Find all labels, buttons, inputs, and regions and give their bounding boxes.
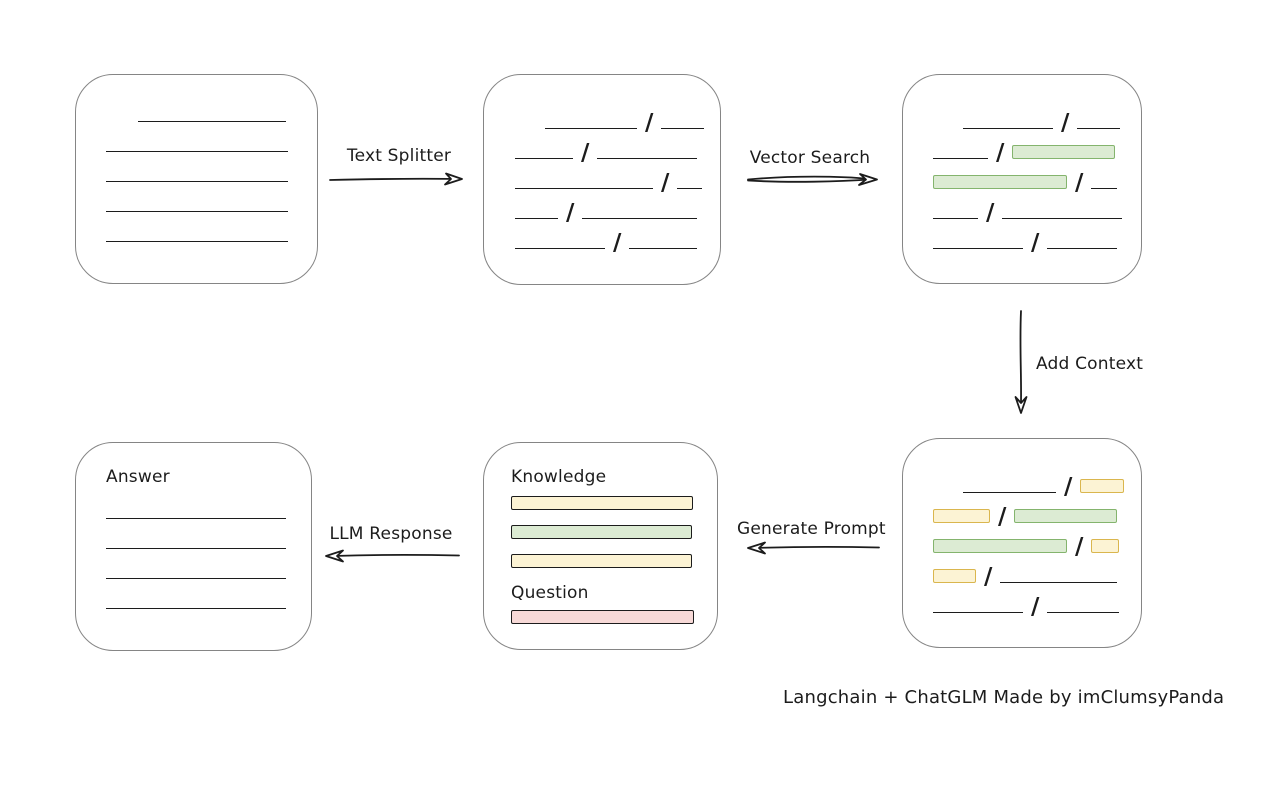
text-line <box>1091 188 1118 189</box>
green-chunk <box>1014 509 1118 523</box>
knowledge-label: Knowledge <box>511 467 607 487</box>
chunk-row: / <box>931 189 1141 225</box>
vector-search-arrow-icon <box>747 173 878 186</box>
yellow-chunk <box>933 569 976 583</box>
chunk-row: / <box>931 159 1141 195</box>
answer-label: Answer <box>106 467 170 487</box>
yellow-bar <box>511 554 692 568</box>
chunk-row: / <box>513 129 720 165</box>
chunk-row: / <box>931 583 1141 619</box>
chunk-row: / <box>931 129 1141 165</box>
slash-separator: / <box>984 564 993 590</box>
slash-separator: / <box>996 140 1005 166</box>
slash-separator: / <box>661 170 670 196</box>
text-line <box>515 188 653 189</box>
red-bar <box>511 610 694 624</box>
text-line <box>661 128 705 129</box>
text-line <box>933 158 988 159</box>
text-line <box>106 519 286 549</box>
chunk-row: / <box>931 523 1141 559</box>
text-line <box>515 248 605 249</box>
slash-separator: / <box>645 110 654 136</box>
answer-lines <box>106 489 311 609</box>
chunk-row: / <box>961 463 1141 499</box>
slash-separator: / <box>998 504 1007 530</box>
text-line <box>1047 248 1118 249</box>
question-label: Question <box>511 583 589 603</box>
search-result-box: / / / / / <box>902 74 1142 284</box>
slash-separator: / <box>1075 170 1084 196</box>
chunk-row: / <box>543 99 720 135</box>
chunk-row: / <box>931 493 1141 529</box>
chunk-row: / <box>931 219 1141 255</box>
text-line <box>933 248 1023 249</box>
chunk-row: / <box>513 189 720 225</box>
text-line <box>677 188 703 189</box>
slash-separator: / <box>986 200 995 226</box>
prompt-box: Knowledge Question <box>483 442 718 650</box>
slash-separator: / <box>1031 594 1040 620</box>
slash-separator: / <box>1031 230 1040 256</box>
chunk-row: / <box>513 159 720 195</box>
text-line <box>515 158 573 159</box>
text-line <box>933 218 978 219</box>
text-line <box>933 612 1023 613</box>
text-line <box>106 489 286 519</box>
text-line <box>106 212 288 242</box>
text-line <box>106 152 288 182</box>
text-line <box>1047 612 1120 613</box>
green-bar <box>511 525 692 539</box>
llm-response-arrow-icon <box>325 549 460 563</box>
text-line <box>1077 128 1121 129</box>
yellow-chunk <box>1080 479 1125 493</box>
answer-box: Answer <box>75 442 312 651</box>
text-line <box>106 122 288 152</box>
chunk-row: / <box>513 219 720 255</box>
slash-separator: / <box>566 200 575 226</box>
generate-prompt-label: Generate Prompt <box>737 519 886 539</box>
green-chunk <box>933 539 1067 553</box>
slash-separator: / <box>1061 110 1070 136</box>
text-line <box>963 492 1056 493</box>
text-line <box>597 158 698 159</box>
green-chunk <box>933 175 1067 189</box>
text-splitter-label: Text Splitter <box>346 146 452 166</box>
chunk-row: / <box>931 553 1141 589</box>
chunk-row: / <box>961 99 1141 135</box>
text-line <box>106 549 286 579</box>
caption: Langchain + ChatGLM Made by imClumsyPand… <box>783 687 1225 708</box>
text-line <box>1000 582 1118 583</box>
generate-prompt-arrow-icon <box>747 541 880 555</box>
context-document-box: / / / / / <box>902 438 1142 648</box>
vector-search-label: Vector Search <box>749 148 871 168</box>
text-line <box>106 182 288 212</box>
yellow-bar <box>511 496 693 510</box>
slash-separator: / <box>581 140 590 166</box>
text-splitter-arrow-icon <box>329 172 463 186</box>
knowledge-bars <box>511 496 717 568</box>
text-line <box>515 218 558 219</box>
slash-separator: / <box>1075 534 1084 560</box>
text-line <box>1002 218 1123 219</box>
text-line <box>629 248 698 249</box>
llm-response-label: LLM Response <box>329 524 453 544</box>
question-bar <box>511 610 717 624</box>
yellow-chunk <box>933 509 990 523</box>
add-context-arrow-icon <box>1014 310 1028 414</box>
text-line <box>582 218 698 219</box>
add-context-label: Add Context <box>1036 354 1144 374</box>
text-line <box>545 128 637 129</box>
slash-separator: / <box>1064 474 1073 500</box>
text-line <box>963 128 1053 129</box>
green-chunk <box>1012 145 1116 159</box>
yellow-chunk <box>1091 539 1120 553</box>
text-line <box>138 92 286 122</box>
split-document-box: / / / / / <box>483 74 721 285</box>
slash-separator: / <box>613 230 622 256</box>
document-box <box>75 74 318 284</box>
text-line <box>106 579 286 609</box>
